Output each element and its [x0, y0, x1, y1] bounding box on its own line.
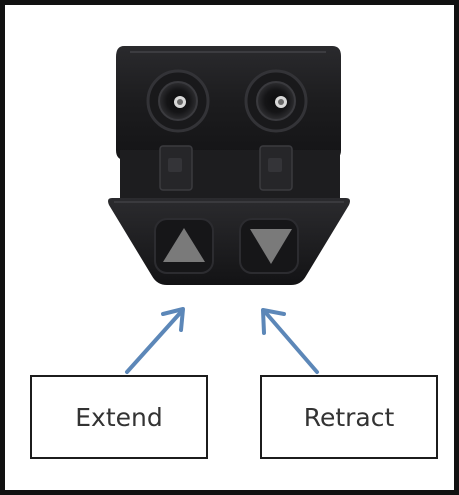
extend-label: Extend — [75, 402, 163, 432]
device-hinge — [120, 150, 340, 205]
triangle-up-icon — [163, 228, 205, 262]
retract-button[interactable] — [239, 218, 299, 274]
retract-label-box: Retract — [260, 375, 438, 459]
controller-device — [108, 46, 350, 285]
button-pad — [108, 198, 350, 285]
extend-arrow — [125, 307, 185, 374]
right-socket — [244, 69, 308, 133]
retract-arrow — [261, 308, 319, 374]
triangle-down-icon — [250, 229, 292, 264]
extend-label-box: Extend — [30, 375, 208, 459]
retract-label: Retract — [303, 402, 395, 432]
left-socket — [146, 69, 210, 133]
extend-button[interactable] — [154, 218, 214, 274]
